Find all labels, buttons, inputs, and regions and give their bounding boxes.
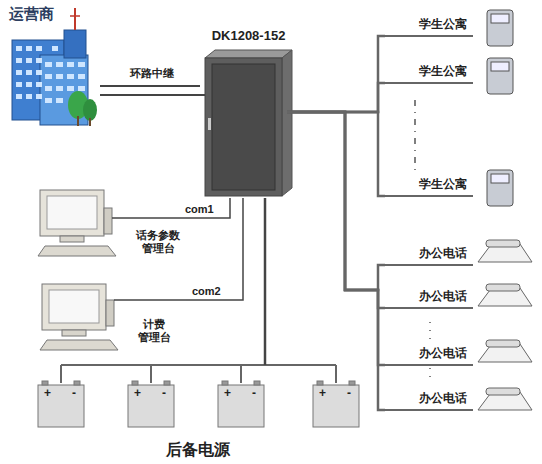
node-label: 学生公寓 bbox=[419, 63, 467, 80]
battery-bus bbox=[61, 365, 336, 383]
terminal-sign: + bbox=[134, 386, 141, 400]
connector bbox=[287, 36, 385, 112]
student-line: 学生公寓 bbox=[385, 172, 473, 197]
student-phones bbox=[487, 10, 513, 206]
connector bbox=[287, 112, 385, 308]
office-line: 办公电话 bbox=[385, 343, 473, 366]
office-line: 办公电话 bbox=[385, 388, 473, 411]
operator-node: 运营商 bbox=[5, 3, 100, 130]
node-label: 计费 管理台 bbox=[131, 318, 178, 344]
battery-group: 后备电源 bbox=[30, 363, 365, 461]
connector bbox=[287, 112, 385, 290]
com-wire bbox=[112, 217, 186, 219]
terminal-sign: - bbox=[72, 386, 76, 400]
computer-node: 话务参数 管理台 bbox=[30, 185, 186, 259]
office-phones bbox=[478, 240, 532, 410]
computer-node: 计费 管理台 bbox=[33, 280, 186, 348]
terminal-sign: - bbox=[347, 386, 351, 400]
computer bbox=[38, 190, 116, 256]
edge-label: com1 bbox=[183, 203, 216, 215]
node-label: 办公电话 bbox=[419, 288, 467, 305]
node-label: 办公电话 bbox=[419, 245, 467, 262]
com-wire bbox=[114, 299, 186, 301]
node-label: 运营商 bbox=[9, 5, 54, 24]
terminal-sign: + bbox=[44, 386, 51, 400]
office-line: 办公电话 bbox=[385, 243, 473, 266]
node-label: 后备电源 bbox=[166, 440, 230, 461]
terminal-sign: + bbox=[224, 386, 231, 400]
connector bbox=[264, 198, 267, 365]
battery bbox=[38, 381, 359, 427]
connector bbox=[287, 112, 385, 410]
student-line: 学生公寓 bbox=[385, 12, 473, 37]
operator-building bbox=[12, 8, 97, 126]
node-label: 话务参数 管理台 bbox=[135, 229, 182, 255]
cabinet bbox=[205, 50, 292, 196]
computer bbox=[40, 284, 118, 350]
node-label: DK1208-152 bbox=[212, 28, 286, 43]
connector bbox=[287, 83, 385, 112]
connector bbox=[287, 112, 385, 365]
edge-label: 环路中继 bbox=[128, 66, 176, 81]
connector bbox=[100, 85, 200, 87]
edge-label: com2 bbox=[190, 285, 223, 297]
student-line: 学生公寓 bbox=[385, 59, 473, 84]
switch-cabinet: DK1208-152 bbox=[200, 28, 297, 198]
office-line: 办公电话 bbox=[385, 286, 473, 309]
node-label: 学生公寓 bbox=[419, 16, 467, 33]
continuation-dots bbox=[429, 322, 431, 340]
terminal-sign: - bbox=[252, 386, 256, 400]
node-label: 学生公寓 bbox=[419, 176, 467, 193]
continuation-dots bbox=[414, 100, 416, 172]
connector bbox=[287, 112, 385, 196]
trunk-line bbox=[100, 94, 205, 96]
terminal-sign: - bbox=[162, 386, 166, 400]
node-label: 办公电话 bbox=[419, 390, 467, 407]
node-label: 办公电话 bbox=[419, 345, 467, 362]
continuation-dots bbox=[429, 368, 431, 384]
terminal-sign: + bbox=[319, 386, 326, 400]
